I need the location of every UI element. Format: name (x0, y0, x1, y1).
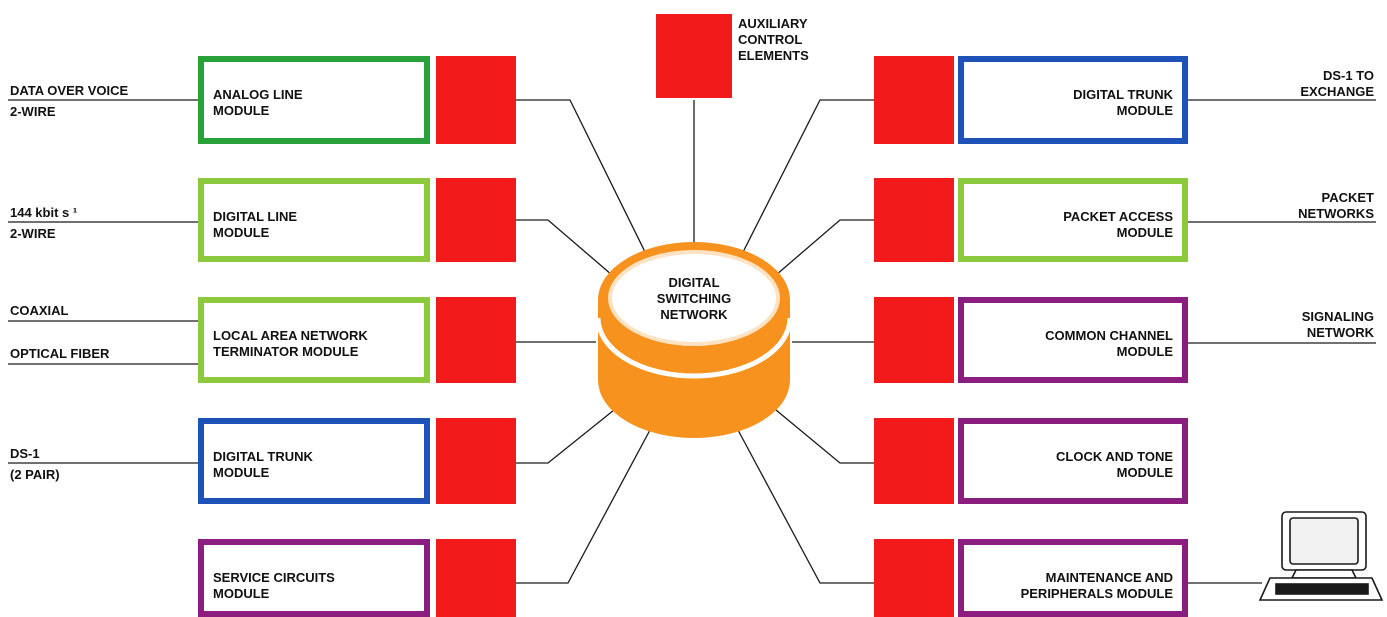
ext-label-signaling-network: SIGNALING NETWORK (1301, 309, 1374, 340)
auxiliary-control-label: AUXILIARY CONTROL ELEMENTS (738, 16, 809, 63)
connector-analog-line (516, 99, 651, 263)
service-circuits-module: SERVICE CIRCUITS MODULE (198, 539, 430, 617)
connector-maintenance (737, 429, 874, 584)
clock-tone-module-controller (874, 418, 954, 504)
ext-label-packet-networks: PACKET NETWORKS (1298, 190, 1374, 221)
ext-label-coaxial: COAXIAL (10, 303, 69, 318)
connector-digital-trunk-left (516, 409, 615, 464)
auxiliary-control-block (656, 14, 732, 98)
ext-label-144kbit: 144 kbit s ¹ (10, 205, 78, 220)
analog-line-module-controller (436, 56, 516, 144)
common-channel-module-label: COMMON CHANNEL MODULE (1045, 328, 1173, 359)
digital-line-module-controller (436, 178, 516, 262)
ext-label-2pair: (2 PAIR) (10, 467, 60, 482)
analog-line-module-label: ANALOG LINE MODULE (213, 87, 303, 118)
ext-label-ds1: DS-1 (10, 446, 40, 461)
lan-terminator-module-controller (436, 297, 516, 383)
digital-trunk-module-left-controller (436, 418, 516, 504)
lan-terminator-module-label: LOCAL AREA NETWORK TERMINATOR MODULE (213, 328, 368, 359)
connector-digital-line (516, 219, 613, 276)
maintenance-peripherals-module-controller (874, 539, 954, 617)
switching-network-cylinder (595, 242, 793, 438)
packet-access-module: PACKET ACCESS MODULE (958, 178, 1188, 262)
connector-packet-access (775, 219, 874, 276)
clock-tone-module-label: CLOCK AND TONE MODULE (1056, 449, 1173, 480)
ext-label-data-over-voice: DATA OVER VOICE (10, 83, 129, 98)
analog-line-module: ANALOG LINE MODULE (198, 56, 430, 144)
clock-tone-module: CLOCK AND TONE MODULE (958, 418, 1188, 504)
maintenance-peripherals-module: MAINTENANCE AND PERIPHERALS MODULE (958, 539, 1188, 617)
packet-access-module-label: PACKET ACCESS MODULE (1063, 209, 1173, 240)
packet-access-module-controller (874, 178, 954, 262)
digital-line-module: DIGITAL LINE MODULE (198, 178, 430, 262)
connector-clock-tone (775, 409, 874, 464)
digital-trunk-module-right: DIGITAL TRUNK MODULE (958, 56, 1188, 144)
service-circuits-module-label: SERVICE CIRCUITS MODULE (213, 570, 335, 601)
connector-digital-trunk-right (737, 99, 874, 263)
ext-label-2wire-2: 2-WIRE (10, 226, 56, 241)
computer-terminal-icon (1258, 511, 1384, 601)
digital-trunk-module-left: DIGITAL TRUNK MODULE (198, 418, 430, 504)
ext-label-ds1-exchange: DS-1 TO EXCHANGE (1300, 68, 1374, 99)
digital-line-module-label: DIGITAL LINE MODULE (213, 209, 298, 240)
service-circuits-module-controller (436, 539, 516, 617)
connector-service-circuits (516, 429, 651, 584)
center-network-label: DIGITAL SWITCHING NETWORK (656, 275, 732, 322)
digital-trunk-module-left-label: DIGITAL TRUNK MODULE (213, 449, 313, 480)
lan-terminator-module: LOCAL AREA NETWORK TERMINATOR MODULE (198, 297, 430, 383)
digital-trunk-module-right-controller (874, 56, 954, 144)
common-channel-module-controller (874, 297, 954, 383)
maintenance-peripherals-module-label: MAINTENANCE AND PERIPHERALS MODULE (1020, 570, 1173, 601)
digital-trunk-module-right-label: DIGITAL TRUNK MODULE (1073, 87, 1173, 118)
ext-label-2wire-1: 2-WIRE (10, 104, 56, 119)
ext-label-optical-fiber: OPTICAL FIBER (10, 346, 110, 361)
common-channel-module: COMMON CHANNEL MODULE (958, 297, 1188, 383)
